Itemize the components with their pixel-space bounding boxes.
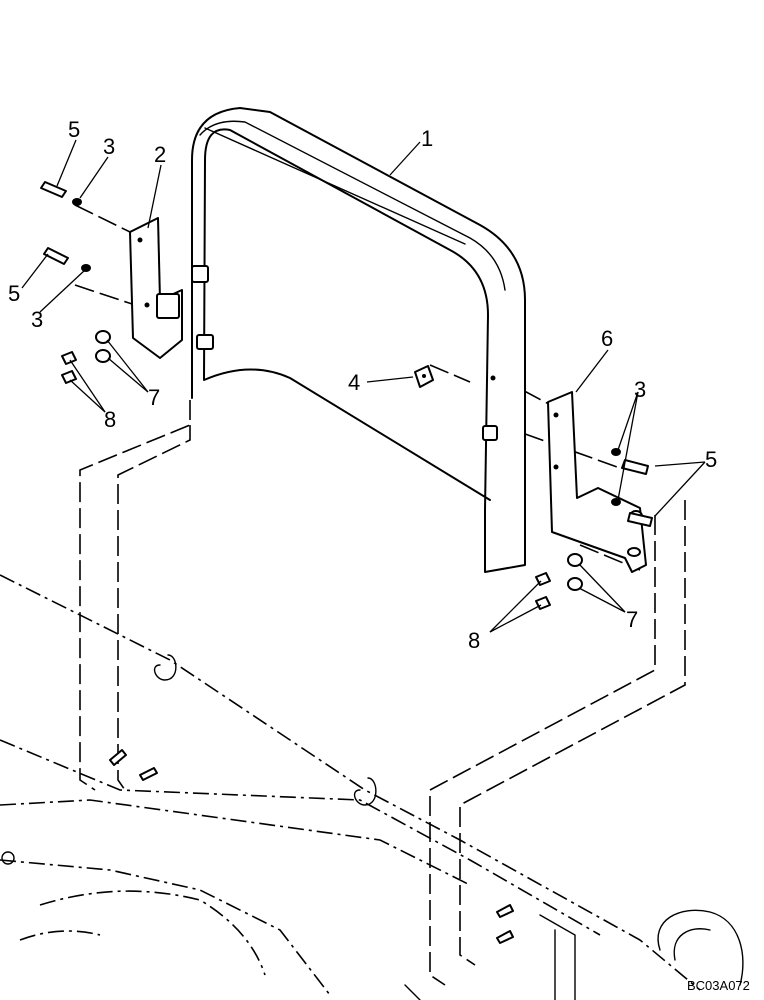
callout-5: 5: [8, 281, 20, 306]
callout-7: 7: [626, 607, 638, 632]
callout-7: 7: [148, 385, 160, 410]
right-mounting-bracket: [547, 391, 647, 573]
callout-8: 8: [104, 407, 116, 432]
flat-washers-and-nuts: [61, 330, 583, 610]
callout-4: 4: [348, 370, 360, 395]
bolts: [40, 181, 653, 944]
callout-2: 2: [154, 142, 166, 167]
callout-5: 5: [705, 447, 717, 472]
callout-5: 5: [68, 117, 80, 142]
callout-8: 8: [468, 628, 480, 653]
callouts: 1 2 3 5 5 3 7 8 4 6 3 5 7 8 BC03A072: [8, 117, 750, 993]
callout-1: 1: [421, 126, 433, 151]
callout-3: 3: [103, 134, 115, 159]
callout-3: 3: [31, 307, 43, 332]
callout-3: 3: [634, 377, 646, 402]
washers: [72, 198, 621, 506]
left-mounting-bracket: [129, 217, 183, 359]
guard-panel: [191, 107, 526, 573]
callout-6: 6: [601, 326, 613, 351]
chassis-frame: [0, 574, 744, 1000]
drawing-code: BC03A072: [687, 978, 750, 993]
leader-lines: [21, 139, 706, 633]
clip: [414, 365, 434, 388]
